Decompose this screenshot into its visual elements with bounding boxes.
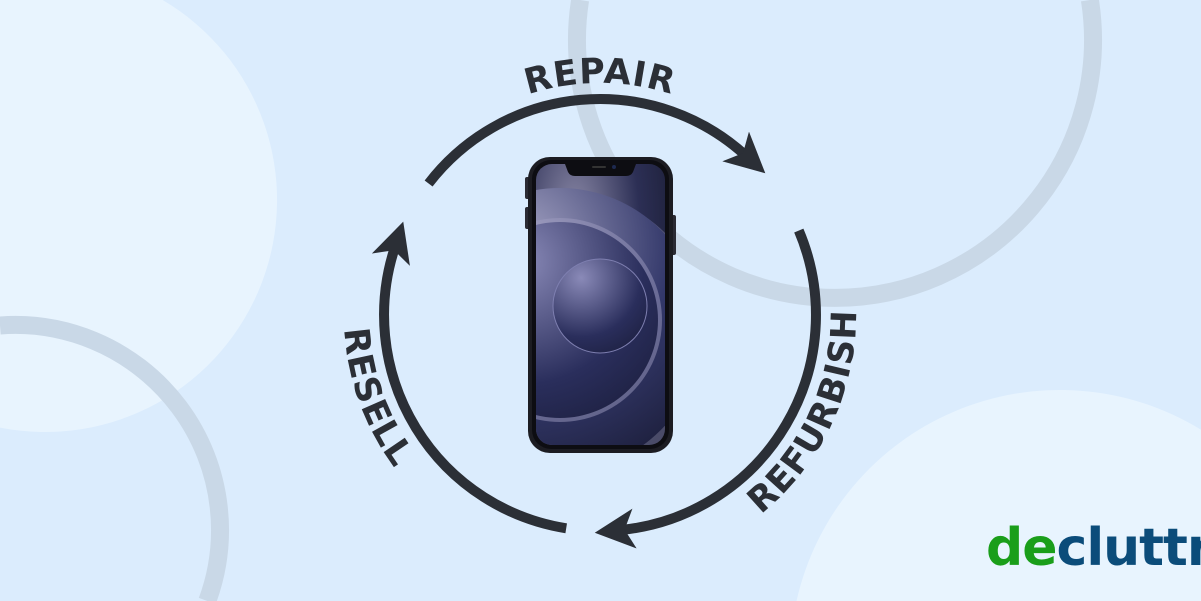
bg-ring-bottom-left [0,315,229,601]
step-label-refurbish: REFURBISH [740,309,865,522]
bg-ring-top-right [568,0,1102,307]
bg-light-circle-bottom-right [796,389,1201,601]
step-label-resell: RESELL [335,326,421,474]
smartphone-icon [525,157,676,453]
logo-prefix: de [986,518,1057,578]
cycle-arrows [371,94,821,549]
arrow-repair-to-refurbish [424,94,766,187]
logo-suffix: cluttr [1056,518,1201,578]
arrow-resell-to-repair [371,221,567,534]
decluttr-logo: decluttr [986,518,1201,578]
arrow-refurbish-to-resell [594,228,821,549]
